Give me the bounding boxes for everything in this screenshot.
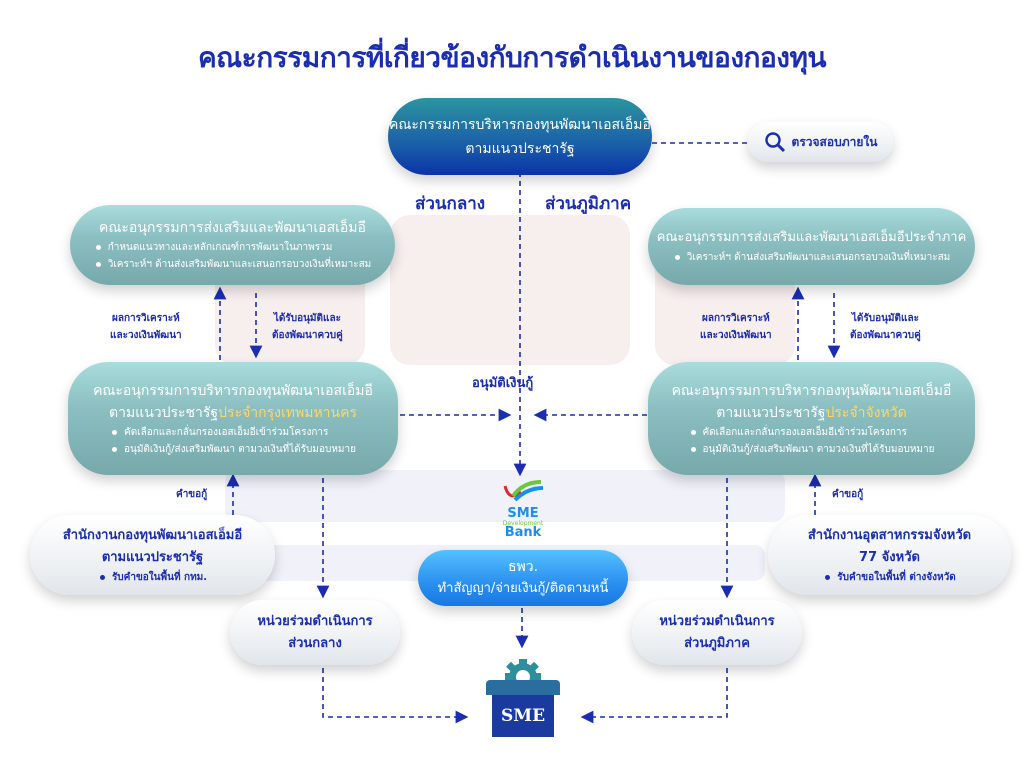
central-unit-line2: ส่วนกลาง [288,635,342,651]
central-admin-line1: คณะอนุกรรมการบริหารกองทุนพัฒนาเอสเอ็มอี [93,382,373,399]
bank-logo-name: SME [507,506,539,521]
central-admin-highlight: ประจำกรุงเทพมหานคร [218,404,357,421]
section-regional: ส่วนภูมิภาค [545,194,632,214]
regional-office: สำนักงานอุตสาหกรรมจังหวัด 77 จังหวัด รับ… [768,515,1011,595]
bank-box: ธพว. ทำสัญญา/จ่ายเงินกู้/ติดตามหนี้ [418,550,628,606]
regional-unit: หน่วยร่วมดำเนินการ ส่วนภูมิภาค [632,600,802,665]
regional-request-label: คำขอกู้ [832,489,864,500]
main-committee-line2: ตามแนวประชารัฐ [465,140,575,157]
bank-logo-sub: Development [502,520,544,527]
bullet: รับคำขอในพื้นที่ ต่างจังหวัด [823,569,956,586]
sme-icon-label: SME [492,695,554,737]
section-central: ส่วนกลาง [415,194,486,214]
bullet: อนุมัติเงินกู้/ส่งเสริมพัฒนา ตามวงเงินที… [689,441,935,458]
central-promo-title: คณะอนุกรรมการส่งเสริมและพัฒนาเอสเอ็มอี [99,220,366,236]
bullet: วิเคราะห์ฯ ด้านส่งเสริมพัฒนาและเสนอกรอบว… [94,256,371,273]
regional-up-label: ผลการวิเคราะห์และวงเงินพัฒนา [700,313,772,341]
bank-logo-bank: Bank [504,525,542,540]
regional-office-line2: 77 จังหวัด [859,549,920,565]
central-request-label: คำขอกู้ [176,489,208,500]
regional-unit-line1: หน่วยร่วมดำเนินการ [659,613,775,629]
page-title: คณะกรรมการที่เกี่ยวข้องกับการดำเนินงานขอ… [197,41,827,74]
bullet: คัดเลือกและกลั่นกรองเอสเอ็มอีเข้าร่วมโคร… [689,424,935,441]
bank-line1: ธพว. [507,559,539,575]
bullet: กำหนดแนวทางและหลักเกณฑ์การพัฒนาในภาพรวม [94,239,372,256]
central-down-label: ได้รับอนุมัติและต้องพัฒนาควบคู่ [272,313,343,341]
regional-promo-title: คณะอนุกรรมการส่งเสริมและพัฒนาเอสเอ็มอีปร… [656,230,967,245]
regional-office-line1: สำนักงานอุตสาหกรรมจังหวัด [807,527,972,543]
central-office: สำนักงานกองทุนพัฒนาเอสเอ็มอี ตามแนวประชา… [30,515,275,595]
central-unit-line1: หน่วยร่วมดำเนินการ [257,613,373,629]
bullet: คัดเลือกและกลั่นกรองเอสเอ็มอีเข้าร่วมโคร… [110,424,356,441]
bullet: รับคำขอในพื้นที่ กทม. [98,569,207,586]
regional-promo-committee: คณะอนุกรรมการส่งเสริมและพัฒนาเอสเอ็มอีปร… [648,208,975,285]
central-admin-line2: ตามแนวประชารัฐ [108,404,219,421]
approve-label: อนุมัติเงินกู้ [472,376,534,391]
audit-label: ตรวจสอบภายใน [791,134,878,149]
central-promo-committee: คณะอนุกรรมการส่งเสริมและพัฒนาเอสเอ็มอี ก… [70,205,395,285]
sme-bank-logo: SME Development Bank [495,478,551,539]
bank-line2: ทำสัญญา/จ่ายเงินกู้/ติดตามหนี้ [437,581,609,596]
regional-admin-highlight: ประจำจังหวัด [825,404,907,421]
central-office-line2: ตามแนวประชารัฐ [101,549,204,565]
central-office-line1: สำนักงานกองทุนพัฒนาเอสเอ็มอี [62,527,243,543]
sme-shop-icon: SME [486,655,560,740]
bullet: อนุมัติเงินกู้/ส่งเสริมพัฒนา ตามวงเงินที… [110,441,356,458]
shop-awning [486,680,560,695]
main-committee-line1: คณะกรรมการบริหารกองทุนพัฒนาเอสเอ็มอี [389,116,651,133]
bullet: วิเคราะห์ฯ ด้านส่งเสริมพัฒนาและเสนอกรอบว… [673,249,950,266]
regional-unit-line2: ส่วนภูมิภาค [684,635,750,651]
regional-admin-committee: คณะอนุกรรมการบริหารกองทุนพัฒนาเอสเอ็มอี … [648,362,975,475]
main-committee: คณะกรรมการบริหารกองทุนพัฒนาเอสเอ็มอี ตาม… [388,98,652,175]
bank-swoosh-icon [503,480,544,502]
regional-admin-line2: ตามแนวประชารัฐ [716,404,826,421]
central-unit: หน่วยร่วมดำเนินการ ส่วนกลาง [230,600,400,665]
central-admin-committee: คณะอนุกรรมการบริหารกองทุนพัฒนาเอสเอ็มอี … [68,362,398,475]
audit-box: ตรวจสอบภายใน [748,122,893,162]
search-icon [764,132,785,153]
regional-down-label: ได้รับอนุมัติและต้องพัฒนาควบคู่ [850,313,921,341]
central-up-label: ผลการวิเคราะห์และวงเงินพัฒนา [110,313,182,341]
regional-admin-line1: คณะอนุกรรมการบริหารกองทุนพัฒนาเอสเอ็มอี [671,382,952,399]
